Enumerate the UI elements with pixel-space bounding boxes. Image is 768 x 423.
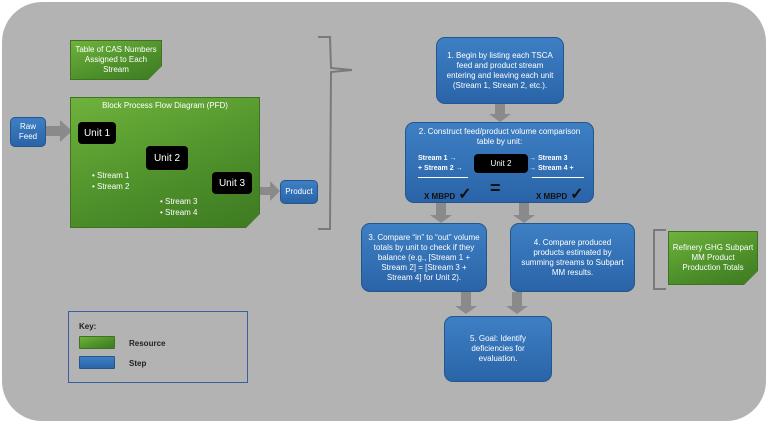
key-resource-swatch (79, 336, 115, 349)
right-total: X MBPD✓ (536, 186, 584, 203)
right-sum-line (532, 177, 584, 178)
arrow-step2-to-step4 (513, 203, 535, 223)
comparison-inputs: Stream 1 → + Stream 2 → (418, 155, 463, 172)
comparison-unit-label: Unit 2 (490, 159, 512, 168)
step-2-box: 2. Construct feed/product volume compari… (405, 122, 594, 203)
arrow-step1-to-step2 (489, 104, 511, 122)
comparison-outputs: → Stream 3 → Stream 4 + (529, 155, 574, 172)
comparison-unit-box: Unit 2 (474, 154, 528, 173)
ghg-resource: Refinery GHG Subpart MM Product Producti… (668, 231, 758, 285)
stream-item: • Stream 4 (160, 208, 198, 217)
arrow-step2-to-step3 (430, 203, 452, 223)
product-label: Product (285, 187, 313, 196)
output-stream-4: Stream 4 (537, 165, 568, 172)
arrow-step4-to-step5 (506, 292, 528, 314)
cas-table-resource: Table of CAS Numbers Assigned to Each St… (70, 40, 162, 80)
step-1-text: 1. Begin by listing each TSCA feed and p… (446, 50, 554, 90)
cas-table-label: Table of CAS Numbers Assigned to Each St… (75, 45, 157, 74)
unit-2-box: Unit 2 (146, 146, 188, 170)
input-stream-1: Stream 1 (418, 155, 448, 162)
unit-2-label: Unit 2 (153, 152, 181, 164)
pfd-title: Block Process Flow Diagram (PFD) (102, 101, 228, 110)
raw-feed-step: Raw Feed (10, 117, 46, 147)
left-total: X MBPD✓ (424, 186, 472, 203)
bracket-right (653, 229, 666, 290)
key-resource-label: Resource (129, 339, 166, 348)
left-sum-line (418, 177, 468, 178)
check-icon: ✓ (570, 186, 584, 203)
step-1-box: 1. Begin by listing each TSCA feed and p… (436, 37, 564, 104)
unit-1-label: Unit 1 (83, 127, 111, 139)
stream-item: • Stream 1 (92, 171, 130, 180)
key-step-swatch (79, 356, 115, 369)
plus-sign: + (418, 165, 423, 172)
unit-3-box: Unit 3 (212, 172, 252, 194)
ghg-label: Refinery GHG Subpart MM Product Producti… (672, 243, 754, 272)
unit-1-box: Unit 1 (78, 122, 116, 144)
arrow-rawfeed-to-unit1 (46, 120, 72, 142)
unit-3-label: Unit 3 (218, 177, 246, 189)
plus-sign: + (569, 165, 574, 172)
arrow-pfd-to-product (260, 181, 280, 201)
stream-item: • Stream 2 (92, 182, 130, 191)
step-5-box: 5. Goal: Identify deficiencies for evalu… (444, 316, 552, 382)
equals-sign: = (490, 178, 501, 198)
step-5-text: 5. Goal: Identify deficiencies for evalu… (469, 334, 527, 363)
step-4-box: 4. Compare produced products estimated b… (510, 223, 635, 292)
step-3-box: 3. Compare “in” to “out” volume totals b… (361, 223, 487, 292)
key-step-label: Step (129, 359, 147, 368)
unit-3-stream-list: • Stream 3 • Stream 4 (160, 196, 198, 218)
arrow-step3-to-step5 (455, 292, 477, 314)
product-step: Product (280, 180, 318, 204)
raw-feed-label: Raw Feed (18, 122, 38, 141)
stream-item: • Stream 3 (160, 197, 198, 206)
key-title: Key: (79, 322, 97, 331)
unit-2-stream-list: • Stream 1 • Stream 2 (92, 170, 130, 192)
step-3-text: 3. Compare “in” to “out” volume totals b… (368, 232, 480, 282)
check-icon: ✓ (458, 186, 472, 203)
bracket-left (318, 36, 353, 230)
step-2-text: 2. Construct feed/product volume compari… (418, 127, 581, 146)
input-stream-2: Stream 2 (424, 165, 454, 172)
output-stream-3: Stream 3 (537, 155, 568, 162)
step-4-text: 4. Compare produced products estimated b… (521, 237, 624, 277)
key-legend: Key: Resource Step (68, 311, 248, 383)
